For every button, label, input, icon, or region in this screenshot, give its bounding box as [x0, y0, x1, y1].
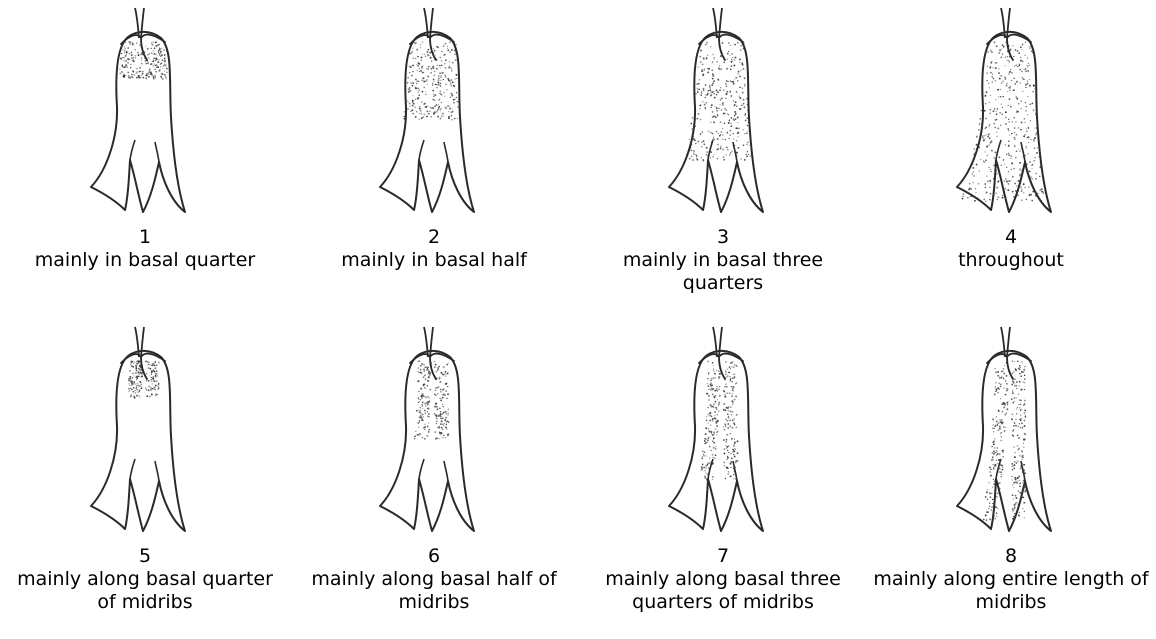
- panel-caption: 6 mainly along basal half of midribs: [289, 545, 579, 614]
- diagram-panel-3: 3 mainly in basal three quarters: [578, 0, 868, 319]
- panel-number: 3: [578, 226, 868, 249]
- flower-illustration: [633, 321, 813, 546]
- lobe-line: [419, 140, 424, 160]
- lobe-line: [155, 142, 159, 162]
- panel-description: mainly along basal three quarters of mid…: [578, 568, 868, 614]
- lobe-line: [130, 140, 135, 160]
- flower-illustration: [55, 2, 235, 227]
- lobe-line: [708, 459, 713, 479]
- panel-description: mainly along basal quarter of midribs: [0, 568, 290, 614]
- diagram-panel-6: 6 mainly along basal half of midribs: [289, 319, 579, 638]
- sepals: [121, 35, 165, 60]
- lobe-line: [1021, 142, 1025, 162]
- pigment-stipple: [119, 41, 168, 80]
- flower-illustration: [344, 2, 524, 227]
- panel-caption: 2 mainly in basal half: [289, 226, 579, 272]
- lobe-line: [155, 461, 159, 481]
- panel-number: 5: [0, 545, 290, 568]
- diagram-panel-5: 5 mainly along basal quarter of midribs: [0, 319, 290, 638]
- diagram-panel-4: 4 throughout: [866, 0, 1156, 319]
- sepals: [410, 35, 454, 60]
- corolla-outline: [380, 32, 474, 212]
- lobe-line: [419, 459, 424, 479]
- panel-caption: 5 mainly along basal quarter of midribs: [0, 545, 290, 614]
- corolla-outline: [957, 351, 1051, 531]
- flower-illustration: [55, 321, 235, 546]
- diagram-panel-1: 1 mainly in basal quarter: [0, 0, 290, 319]
- panel-description: mainly along basal half of midribs: [289, 568, 579, 614]
- panel-number: 4: [866, 226, 1156, 249]
- lobe-line: [444, 142, 448, 162]
- corolla-outline: [669, 351, 763, 531]
- panel-caption: 1 mainly in basal quarter: [0, 226, 290, 272]
- panel-description: mainly in basal three quarters: [578, 249, 868, 295]
- pigment-stipple: [414, 360, 449, 439]
- panel-number: 6: [289, 545, 579, 568]
- panel-number: 8: [866, 545, 1156, 568]
- pigment-stipple: [128, 360, 159, 398]
- panel-number: 2: [289, 226, 579, 249]
- flower-illustration: [633, 2, 813, 227]
- flower-illustration: [921, 321, 1101, 546]
- corolla-outline: [957, 32, 1051, 212]
- corolla-outline: [91, 32, 185, 212]
- diagram-panel-8: 8 mainly along entire length of midribs: [866, 319, 1156, 638]
- panel-description: mainly along entire length of midribs: [866, 568, 1156, 614]
- corolla-outline: [380, 351, 474, 531]
- panel-description: mainly in basal half: [289, 249, 579, 272]
- panel-number: 7: [578, 545, 868, 568]
- panel-number: 1: [0, 226, 290, 249]
- pigment-stipple: [983, 361, 1027, 521]
- sepals: [410, 354, 454, 379]
- sepals: [121, 354, 165, 379]
- panel-caption: 3 mainly in basal three quarters: [578, 226, 868, 295]
- flower-illustration: [921, 2, 1101, 227]
- diagram-panel-7: 7 mainly along basal three quarters of m…: [578, 319, 868, 638]
- lobe-line: [444, 461, 448, 481]
- panel-caption: 4 throughout: [866, 226, 1156, 272]
- panel-caption: 8 mainly along entire length of midribs: [866, 545, 1156, 614]
- pigment-stipple: [403, 41, 458, 120]
- lobe-line: [130, 459, 135, 479]
- diagram-panel-2: 2 mainly in basal half: [289, 0, 579, 319]
- panel-caption: 7 mainly along basal three quarters of m…: [578, 545, 868, 614]
- sepals: [987, 35, 1031, 60]
- flower-illustration: [344, 321, 524, 546]
- panel-description: mainly in basal quarter: [0, 249, 290, 272]
- pigment-stipple: [962, 41, 1045, 202]
- panel-description: throughout: [866, 249, 1156, 272]
